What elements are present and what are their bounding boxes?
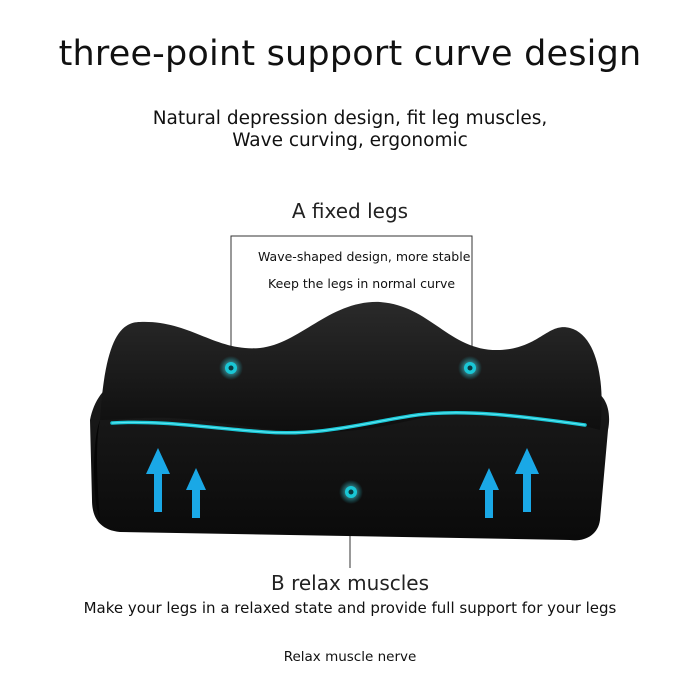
callout-bracket-top bbox=[230, 235, 473, 365]
arrow-up-icon bbox=[515, 448, 539, 512]
pillow-body bbox=[90, 301, 610, 541]
page-title: three-point support curve design bbox=[58, 34, 642, 74]
arrow-up-icon bbox=[479, 468, 499, 518]
callout-note-1: Wave-shaped design, more stable bbox=[258, 249, 471, 264]
footer-caption: Relax muscle nerve bbox=[283, 649, 417, 665]
callout-note-2: Keep the legs in normal curve bbox=[268, 276, 456, 291]
support-point-right bbox=[458, 356, 482, 380]
label-fixed-legs: A fixed legs bbox=[291, 199, 409, 223]
arrow-up-icon bbox=[186, 468, 206, 518]
arrow-up-icon bbox=[146, 448, 170, 512]
subtitle-line-1: Natural depression design, fit leg muscl… bbox=[152, 108, 548, 129]
support-points bbox=[219, 356, 482, 504]
support-arrows bbox=[146, 448, 539, 518]
subtitle-line-2: Wave curving, ergonomic bbox=[232, 130, 468, 151]
support-point-bottom bbox=[339, 480, 363, 504]
label-relax-muscles: B relax muscles bbox=[270, 571, 430, 595]
support-point-left bbox=[219, 356, 243, 380]
description-line: Make your legs in a relaxed state and pr… bbox=[83, 599, 617, 617]
